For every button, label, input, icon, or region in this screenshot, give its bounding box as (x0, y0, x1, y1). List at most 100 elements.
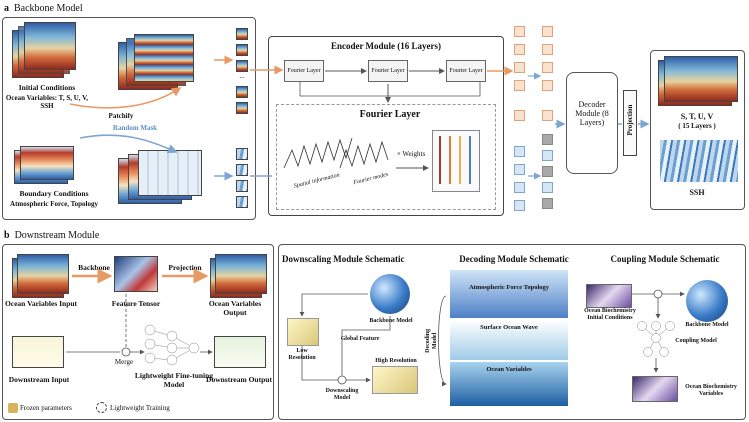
token-blue-1c (514, 182, 525, 193)
token-orange-2e (542, 110, 553, 121)
output-layers-label: ( 15 Layers ) (678, 122, 716, 130)
token-orange-2c (542, 62, 553, 73)
fourier-layer-title: Fourier Layer (359, 109, 421, 120)
patch-token-7 (236, 164, 248, 176)
low-res-to-merge (301, 346, 338, 381)
biochem-initial-map (586, 284, 632, 308)
feature-tensor-cube (114, 256, 158, 292)
decoder-module (566, 72, 618, 174)
patch-token-2 (236, 44, 248, 56)
fourier-layer-1: Fourier Layer (284, 60, 324, 82)
lightweight-model-label: Lightweight Fine-tuning Model (134, 371, 214, 389)
feature-tensor-label: Feature Tensor (111, 299, 161, 308)
lock-icon (8, 403, 18, 413)
panel-b-letter: b (4, 230, 10, 241)
token-blue-1a (514, 146, 525, 157)
encoder-title: Encoder Module (16 Layers) (330, 41, 442, 51)
downstream-output-label: Downstream Output (206, 375, 272, 384)
high-resolution-map (372, 366, 418, 394)
random-mask-label: Random Mask (112, 124, 158, 132)
globe-coupling (686, 280, 728, 322)
projection-box (623, 90, 637, 156)
downscaling-title: Downscaling Module Schematic (282, 254, 405, 264)
biochem-initial-label: Ocean Biochemistry Initial Conditions (584, 308, 636, 321)
patch-token-1 (236, 28, 248, 40)
patch-token-6 (236, 148, 248, 160)
downscaling-model-label: Downscaling Model (325, 388, 359, 401)
token-orange-1d (514, 80, 525, 91)
ssh-label: SSH (689, 188, 705, 197)
legend-training-label: Lightweight Training (110, 404, 170, 412)
panel-a-heading: a Backbone Model (4, 3, 83, 14)
surface-ocean-wave-label: Surface Ocean Wave (480, 324, 538, 331)
patch-ellipsis-1: ... (239, 72, 245, 80)
coupling-title: Coupling Module Schematic (610, 254, 720, 264)
downscaling-merge-node (337, 375, 347, 385)
downstream-output-box (214, 336, 266, 368)
decoding-bracket (438, 295, 447, 387)
panel-b-heading: b Downstream Module (4, 230, 99, 241)
ocean-input-cube-front (17, 254, 69, 294)
atmospheric-force-topology-label: Atmospheric Force Topology (468, 284, 550, 291)
downstream-input-box (12, 336, 64, 368)
token-gray-2c (542, 198, 553, 209)
token-blue-2a (542, 150, 553, 161)
token-blue-1b (514, 164, 525, 175)
lightweight-network (144, 324, 200, 366)
initial-conditions-cube-front (24, 22, 76, 70)
ocean-output-label: Ocean Variables Output (208, 299, 262, 317)
token-blue-1d (514, 200, 525, 211)
biochem-vars-label: Ocean Biochemistry Variables (685, 384, 737, 397)
atmospheric-force-topology-map (450, 270, 568, 318)
patch-token-5 (236, 102, 248, 114)
token-orange-1e (514, 110, 525, 121)
ocean-variables-label: Ocean Variables (486, 366, 532, 373)
token-gray-2a (542, 134, 553, 145)
biochem-vars-map (632, 376, 678, 402)
token-orange-2b (542, 44, 553, 55)
low-resolution-map (287, 318, 319, 346)
patchified-initial-stack-front (134, 34, 194, 82)
coupling-merge-node (653, 289, 663, 299)
fourier-layer-2: Fourier Layer (368, 60, 408, 82)
patch-token-8 (236, 180, 248, 192)
initial-conditions-subtitle: Ocean Variables: T, S, U, V, SSH (5, 94, 89, 111)
downstream-input-label: Downstream Input (8, 375, 70, 384)
boundary-conditions-subtitle: Atmospheric Force, Topology (10, 200, 98, 208)
times-weights-label: × Weights (396, 150, 426, 158)
coupling-model-label: Coupling Model (675, 338, 717, 344)
boundary-conditions-cube-front (20, 146, 74, 180)
output-vars-label: S, T, U, V (680, 112, 714, 121)
panel-a-letter: a (4, 3, 9, 14)
ssh-map (660, 140, 738, 182)
coupling-network (637, 321, 675, 357)
patchify-arrow (69, 87, 182, 109)
merge-node (121, 347, 131, 357)
output-cube-front (664, 56, 738, 102)
globe-downscaling (370, 274, 410, 314)
token-orange-2d (542, 80, 553, 91)
ocean-output-cube-front (215, 254, 267, 294)
patch-token-3 (236, 60, 248, 72)
panel-b-title: Downstream Module (14, 230, 100, 241)
panel-a-title: Backbone Model (14, 3, 83, 14)
random-mask-arrow (79, 134, 178, 154)
token-orange-1b (514, 44, 525, 55)
merge-label: Merge (114, 358, 134, 366)
token-orange-1c (514, 62, 525, 73)
token-blue-2b (542, 182, 553, 193)
ocean-variables-map (450, 362, 568, 406)
backbone-arrow-label: Backbone (78, 263, 110, 272)
backbone-model-label-2: Backbone Model (685, 322, 729, 328)
surface-ocean-wave-map (450, 320, 568, 360)
patchify-label: Patchify (108, 112, 134, 120)
spatial-wave (283, 137, 353, 169)
global-feature-label: Global Feature (340, 336, 380, 342)
globe-to-low-res (299, 293, 368, 317)
legend-frozen-label: Frozen parameters (20, 404, 72, 412)
patch-token-9 (236, 196, 248, 208)
fourier-modes-wave (339, 140, 389, 169)
high-resolution-label: High Resolution (375, 358, 417, 364)
boundary-conditions-title: Boundary Conditions (19, 189, 89, 198)
